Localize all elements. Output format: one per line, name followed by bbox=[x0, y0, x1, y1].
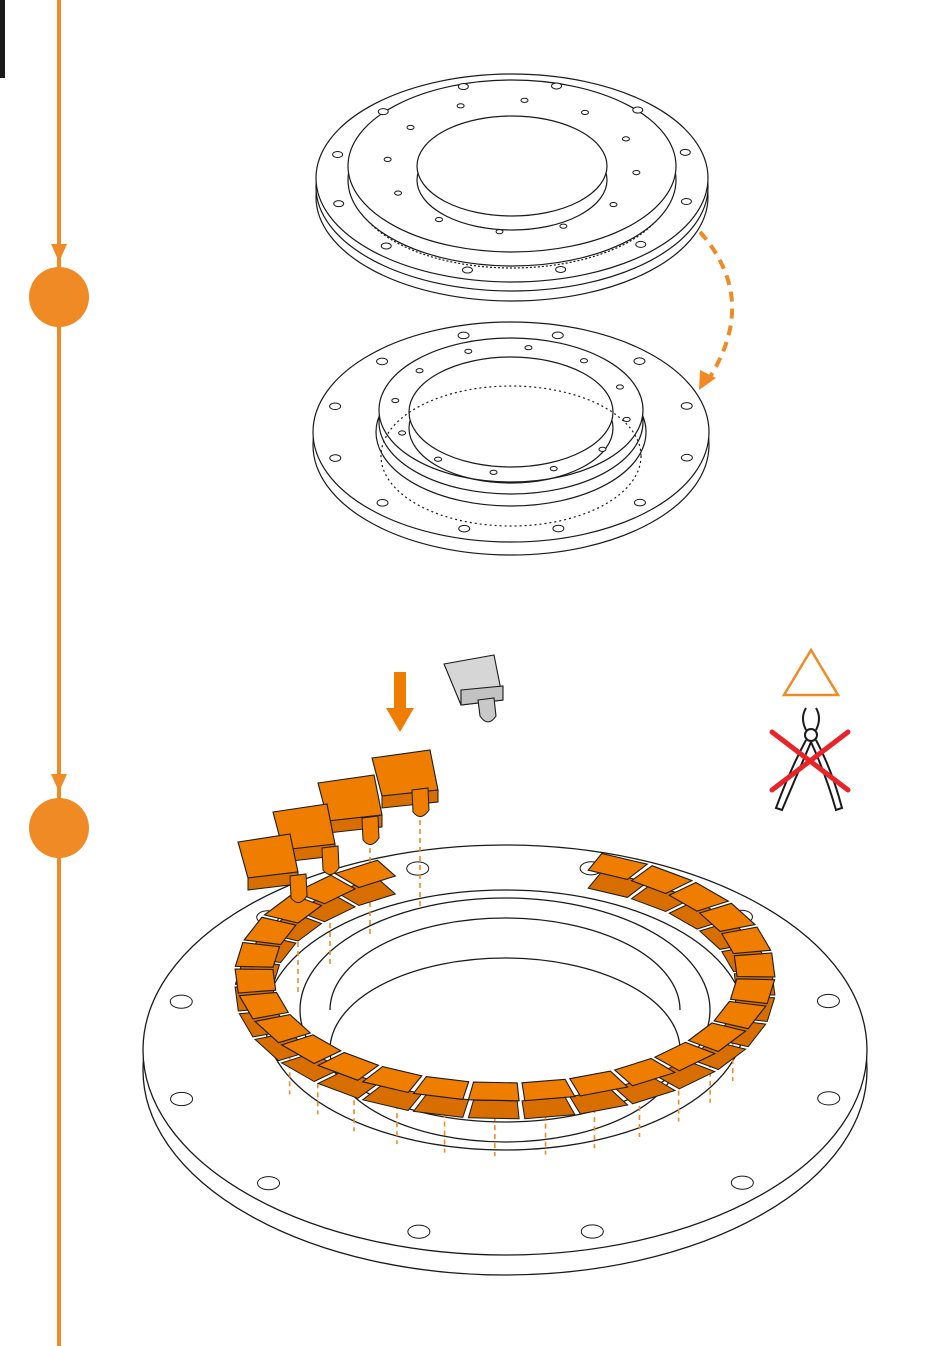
segment-top bbox=[522, 1079, 575, 1100]
bolt-hole bbox=[170, 995, 192, 1008]
bolt-hole bbox=[435, 457, 442, 461]
page-edge-mark bbox=[0, 0, 5, 78]
bolt-hole bbox=[407, 125, 414, 129]
segment-tab bbox=[362, 816, 379, 845]
bolt-hole bbox=[580, 359, 587, 363]
bolt-hole bbox=[330, 455, 341, 462]
bolt-hole bbox=[407, 862, 429, 875]
bolt-hole bbox=[623, 417, 630, 421]
bolt-hole bbox=[377, 358, 388, 365]
bolt-hole bbox=[599, 447, 606, 451]
bolt-hole bbox=[392, 398, 399, 402]
curved-dashed-arrow bbox=[699, 232, 732, 390]
bolt-hole bbox=[334, 201, 344, 207]
bolt-hole bbox=[634, 499, 645, 506]
bolt-hole bbox=[395, 191, 402, 195]
bolt-hole bbox=[553, 525, 564, 532]
segment-top bbox=[235, 969, 276, 993]
bolt-hole bbox=[333, 151, 343, 157]
bolt-hole bbox=[817, 994, 839, 1007]
bolt-hole bbox=[459, 525, 470, 532]
segment-tab bbox=[290, 874, 307, 903]
bolt-hole bbox=[552, 83, 562, 89]
warning-group bbox=[772, 650, 848, 810]
bolt-hole bbox=[525, 346, 532, 350]
bolt-hole bbox=[681, 199, 691, 205]
bolt-hole bbox=[581, 110, 588, 114]
bolt-hole bbox=[171, 1092, 193, 1105]
bottom-bearing-ring bbox=[313, 322, 709, 555]
bolt-hole bbox=[496, 230, 503, 234]
bolt-hole bbox=[633, 107, 643, 113]
bolt-hole bbox=[384, 157, 391, 161]
bolt-hole bbox=[581, 1225, 603, 1238]
bolt-hole bbox=[458, 332, 469, 339]
bolt-hole bbox=[818, 1092, 840, 1105]
bolt-hole bbox=[634, 358, 645, 365]
step-marker-1 bbox=[29, 267, 89, 327]
bolt-hole bbox=[377, 500, 388, 507]
segment-top bbox=[235, 943, 279, 968]
bolt-hole bbox=[465, 349, 472, 353]
bolt-hole bbox=[622, 137, 629, 141]
bolt-hole bbox=[556, 266, 566, 272]
segment-top bbox=[238, 834, 298, 878]
bolt-hole bbox=[552, 332, 563, 339]
bolt-hole bbox=[731, 1176, 753, 1189]
bolt-hole bbox=[680, 149, 690, 155]
bolt-hole bbox=[399, 431, 406, 435]
hanging-segment bbox=[372, 750, 438, 817]
timeline-arrow-icon bbox=[51, 774, 67, 792]
bolt-hole bbox=[681, 403, 692, 410]
bolt-hole bbox=[436, 217, 443, 221]
bolt-hole bbox=[560, 224, 567, 228]
down-arrow-icon bbox=[386, 672, 414, 732]
segment-tab bbox=[322, 846, 339, 875]
warning-triangle-icon bbox=[784, 650, 838, 695]
segment-top bbox=[734, 953, 775, 977]
segment-top bbox=[468, 1082, 519, 1101]
base-ring bbox=[143, 845, 867, 1275]
bolt-hole bbox=[490, 470, 497, 474]
bolt-hole bbox=[521, 98, 528, 102]
bolt-hole bbox=[633, 170, 640, 174]
spacer-segment-icon bbox=[444, 655, 503, 722]
bolt-hole bbox=[550, 467, 557, 471]
bolt-hole bbox=[458, 84, 468, 90]
bolt-hole bbox=[381, 243, 391, 249]
bolt-hole bbox=[416, 369, 423, 373]
step-marker-2 bbox=[29, 798, 89, 858]
bolt-hole bbox=[462, 267, 472, 273]
bolt-hole bbox=[408, 1225, 430, 1238]
bolt-hole bbox=[681, 454, 692, 461]
segment bbox=[468, 1082, 519, 1119]
bolt-hole bbox=[457, 104, 464, 108]
bolt-hole bbox=[636, 241, 646, 247]
timeline bbox=[0, 0, 89, 1346]
segment-top bbox=[731, 979, 775, 1004]
segment-tab bbox=[412, 788, 429, 817]
bolt-hole bbox=[258, 1177, 280, 1190]
bolt-hole bbox=[378, 109, 388, 115]
bolt-hole bbox=[616, 385, 623, 389]
segment-side bbox=[468, 1100, 519, 1119]
bolt-hole bbox=[610, 202, 617, 206]
bolt-hole bbox=[330, 403, 341, 410]
timeline-arrow-icon bbox=[51, 244, 67, 262]
top-bearing-ring bbox=[316, 74, 708, 301]
